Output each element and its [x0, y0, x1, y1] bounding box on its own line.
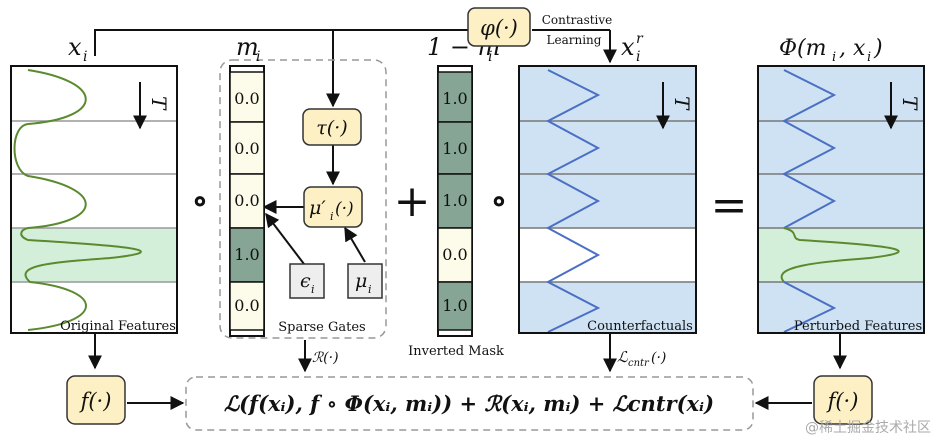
svg-text:τ(·): τ(·): [316, 117, 347, 139]
svg-text:T: T: [898, 96, 922, 111]
watermark: @稀土掘金技术社区: [805, 420, 931, 436]
green-wave-original: [13, 69, 142, 331]
svg-text:ℒ: ℒ: [617, 348, 629, 366]
svg-text:): ): [873, 36, 883, 61]
svg-text:i: i: [832, 50, 836, 65]
svg-text:(·): (·): [335, 199, 354, 219]
svg-text:0.0: 0.0: [234, 191, 259, 210]
counterfactuals-panel: T Counterfactuals: [518, 65, 697, 334]
svg-text:i: i: [311, 283, 315, 296]
svg-text:m: m: [236, 33, 259, 61]
contrastive-loss-label: ℒ cntr (·): [617, 348, 666, 369]
sparse-gates-region: [219, 59, 387, 339]
svg-text:T: T: [670, 96, 694, 111]
svg-text:(·): (·): [651, 350, 666, 366]
svg-text:0.0: 0.0: [234, 89, 259, 108]
mask-cell: 1.0: [437, 173, 473, 229]
mu-prime-box: μ′ i (·): [303, 186, 363, 228]
svg-text:i: i: [867, 50, 871, 65]
svg-text:i: i: [368, 283, 372, 296]
svg-text:cntr: cntr: [628, 358, 650, 369]
mi-label: m i: [236, 33, 260, 65]
svg-text:1.0: 1.0: [442, 296, 467, 315]
original-features-label: Original Features: [60, 319, 176, 334]
xr-label: x i r: [621, 31, 644, 65]
mu-box: μ i: [347, 263, 383, 299]
phi-box: φ(·): [467, 7, 531, 47]
time-arrow-counterfactual: T: [656, 82, 694, 130]
compose-operator-1: ∘: [191, 181, 209, 221]
svg-text:r: r: [636, 31, 644, 47]
blue-wave-counterfactual: [545, 69, 601, 333]
svg-text:f(·): f(·): [79, 389, 112, 413]
inverted-mask-caption: Inverted Mask: [408, 344, 504, 359]
gate-column: 0.0 0.0 0.0 1.0 0.0: [229, 65, 265, 337]
loss-formula: ℒ(f(xᵢ), f ∘ Φ(xᵢ, mᵢ)) + ℛ(xᵢ, mᵢ) + ℒc…: [224, 391, 714, 416]
sparse-gates-label: Sparse Gates: [278, 320, 365, 335]
loss-formula-box: ℒ(f(xᵢ), f ∘ Φ(xᵢ, mᵢ)) + ℛ(xᵢ, mᵢ) + ℒc…: [185, 376, 754, 431]
xi-label: x i: [68, 33, 87, 65]
gate-cell: 1.0: [229, 227, 265, 283]
svg-text:μ: μ: [355, 270, 367, 292]
f-box-right: f(·): [813, 375, 873, 425]
original-features-panel: T Original Features: [10, 65, 178, 334]
svg-text:Φ(m: Φ(m: [779, 36, 826, 61]
blue-wave-perturbed-top: [781, 69, 837, 229]
svg-text:i: i: [636, 49, 640, 65]
compose-operator-2: ∘: [490, 181, 508, 221]
blue-wave-perturbed-bottom: [783, 281, 837, 333]
svg-text:1.0: 1.0: [442, 191, 467, 210]
gate-cell: 0.0: [229, 121, 265, 175]
gate-cell: 0.0: [229, 71, 265, 123]
svg-text:T: T: [147, 96, 171, 111]
mask-cell: 1.0: [437, 71, 473, 123]
svg-text:i: i: [83, 49, 87, 65]
svg-text:ϵ: ϵ: [300, 270, 311, 292]
svg-text:1.0: 1.0: [234, 245, 259, 264]
epsilon-box: ϵ i: [289, 263, 325, 299]
tau-box: τ(·): [302, 108, 362, 146]
svg-text:f(·): f(·): [826, 389, 859, 413]
svg-text:i: i: [488, 49, 492, 65]
gate-cell: 0.0: [229, 281, 265, 331]
svg-text:i: i: [330, 210, 334, 223]
svg-text:x: x: [621, 33, 635, 61]
mask-cell: 1.0: [437, 281, 473, 331]
mask-cell: 1.0: [437, 121, 473, 175]
svg-text:1.0: 1.0: [442, 139, 467, 158]
green-wave-perturbed: [780, 227, 900, 283]
gate-cell: 0.0: [229, 173, 265, 229]
perturbed-features-label: Perturbed Features: [794, 319, 922, 334]
time-arrow-original: T: [133, 82, 171, 130]
learning-label: Learning: [547, 33, 602, 47]
svg-text:1.0: 1.0: [442, 89, 467, 108]
connector-lines: [88, 29, 847, 410]
plus-operator: +: [394, 176, 431, 227]
svg-text:, x: , x: [839, 36, 866, 61]
phi-output-label: Φ(m i , x i ): [779, 36, 883, 65]
regularizer-label: ℛ(·): [312, 350, 339, 366]
svg-text:x: x: [68, 33, 82, 61]
mask-cell: 0.0: [437, 227, 473, 283]
inverted-mask-column: 1.0 1.0 1.0 0.0 1.0: [437, 65, 473, 337]
counterfactuals-label: Counterfactuals: [587, 319, 693, 334]
svg-text:0.0: 0.0: [234, 139, 259, 158]
time-arrow-perturbed: T: [884, 82, 922, 130]
perturbed-features-panel: T Perturbed Features: [757, 65, 925, 334]
contrastive-label: Contrastive: [542, 13, 613, 27]
svg-text:φ(·): φ(·): [480, 16, 518, 40]
svg-text:0.0: 0.0: [442, 245, 467, 264]
svg-text:0.0: 0.0: [234, 296, 259, 315]
svg-text:i: i: [256, 49, 260, 65]
svg-text:μ′: μ′: [309, 197, 326, 219]
equals-operator: =: [711, 180, 748, 231]
f-box-left: f(·): [66, 375, 126, 425]
